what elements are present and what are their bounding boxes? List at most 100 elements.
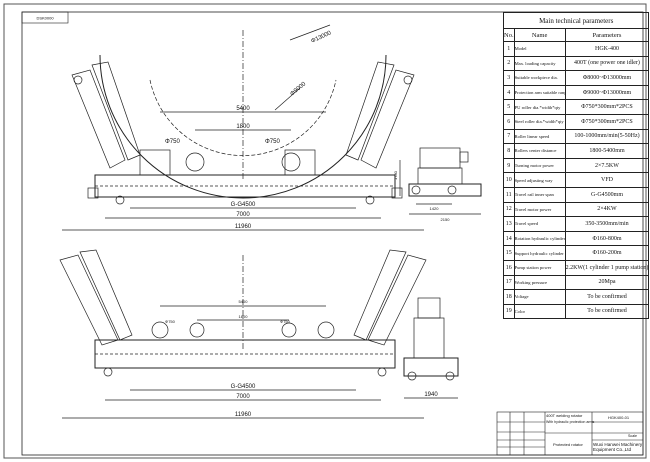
row-value: 2×7.5KW: [564, 157, 650, 174]
dim-lower-span-max: 5400: [239, 299, 249, 304]
row-number: 17: [503, 274, 515, 291]
top-front-view: [62, 24, 424, 231]
row-name: Travel speed: [513, 216, 566, 232]
row-name: Support hydraulic cylinder: [513, 245, 566, 261]
drawing-number-box: [21, 11, 69, 24]
dim-roller-left: Φ750: [165, 139, 180, 145]
dim-side-inner: 1420: [430, 206, 440, 211]
row-name: Rotation hydraulic cylinder: [513, 230, 566, 247]
bottom-side-view: [403, 297, 459, 399]
dim-inner-dia: Φ9000: [289, 81, 307, 98]
company-name: Wuxi Hanwei Machinery Equipment Co.,Ltd: [593, 442, 643, 453]
row-number: 18: [503, 289, 515, 305]
row-number: 16: [503, 259, 515, 276]
inner-dia-leader: [274, 87, 301, 111]
row-name: Roller linear speed: [513, 128, 566, 145]
top-side-view: [399, 147, 482, 215]
row-number: 2: [503, 55, 515, 72]
left-roller: [185, 152, 205, 172]
row-number: 15: [503, 245, 515, 261]
view-name: Protected rotator: [553, 442, 583, 447]
title-line1: 400T welding rotator: [546, 413, 583, 418]
row-value: Φ8000~Φ13000mm: [564, 70, 650, 86]
row-name: PU roller dia.*width*qty: [513, 99, 566, 115]
row-name: Speed adjusting way: [513, 172, 566, 188]
row-value: 2.2KW(1 cylinder 1 pump station): [564, 259, 650, 276]
row-name: Max. loading capacity: [513, 55, 566, 72]
table-caption: Main technical parameters: [502, 12, 650, 29]
row-value: To be confirmed: [564, 289, 650, 305]
dim-span-max: 5400: [236, 106, 250, 112]
row-number: 14: [503, 230, 515, 247]
dim-lower-roller-b: Φ750: [280, 319, 291, 324]
left-gearbox: [139, 149, 171, 176]
row-name: Suitable workpiece dia.: [513, 70, 566, 86]
row-value: 400T (one power one idler): [564, 55, 650, 72]
row-number: 19: [503, 303, 515, 320]
row-name: Voltage: [513, 289, 566, 305]
technical-parameters-table: Main technical parameters No. Name Param…: [502, 12, 650, 320]
dim-roller-right: Φ750: [265, 139, 280, 145]
dim-lower-side-width: 1940: [424, 392, 438, 398]
dim-lower-rail-gauge: G-G4500: [231, 384, 256, 390]
left-inner-arm: [91, 61, 141, 161]
row-value: 2×4KW: [564, 201, 650, 218]
row-name: Travel motor power: [513, 201, 566, 218]
row-name: Color: [513, 303, 566, 320]
right-roller: [281, 152, 301, 172]
row-name: Pump station power: [513, 259, 566, 276]
row-value: 1800-5400mm: [564, 143, 650, 159]
left-arm-roller: [73, 75, 83, 85]
row-value: VFD: [564, 172, 650, 188]
title-block: [496, 411, 644, 456]
header-parameters: Parameters: [564, 28, 650, 42]
dim-lower-roller-a: Φ750: [165, 319, 176, 324]
row-value: To be confirmed: [564, 303, 650, 320]
dim-side-height: 1780: [393, 170, 398, 180]
row-value: G-G4500mm: [564, 186, 650, 203]
dim-overall-length: 11960: [235, 224, 252, 230]
row-number: 8: [503, 143, 515, 159]
dim-side-width: 2150: [441, 217, 451, 222]
row-number: 11: [503, 186, 515, 203]
row-value: 350-3500mm/min: [564, 216, 650, 232]
dim-lower-base-length: 7000: [236, 394, 250, 400]
scale-label: Scale: [628, 434, 637, 438]
row-name: Travel rail inner span: [513, 186, 566, 203]
dim-outer-dia: Φ13000: [310, 30, 333, 45]
row-number: 4: [503, 84, 515, 101]
row-number: 12: [503, 201, 515, 218]
row-value: Φ160-800m: [564, 230, 650, 247]
row-name: Working pressure: [513, 274, 566, 291]
row-number: 3: [503, 70, 515, 86]
dim-lower-overall-length: 11960: [235, 412, 252, 418]
row-number: 9: [503, 157, 515, 174]
drawing-number-text: DSK0000: [36, 16, 54, 21]
header-no: No.: [503, 28, 515, 42]
right-outer-arm: [360, 69, 415, 169]
row-number: 1: [503, 41, 515, 57]
row-value: HGK-400: [564, 41, 650, 57]
row-name: Protection arm suitable range: [513, 84, 566, 101]
row-name: Model: [513, 41, 566, 57]
drawing-number: HGK400-01: [608, 415, 630, 420]
row-value: Φ160-200m: [564, 245, 650, 261]
